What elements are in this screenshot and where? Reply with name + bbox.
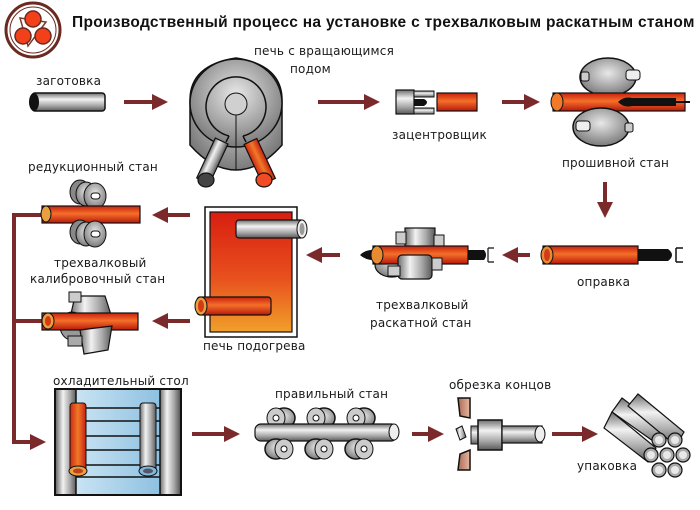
reducing-mill-icon (40, 179, 141, 248)
reheat-furnace-icon (194, 206, 308, 338)
label-sizing-mill-1: трехвалковый (54, 256, 147, 270)
label-rolling-mill-1: трехвалковый (376, 298, 469, 312)
label-rolling-mill-2: раскатной стан (370, 316, 472, 330)
pipe-bundle-icon (603, 393, 691, 478)
centering-machine-icon (395, 89, 478, 115)
label-end-cutting: обрезка концов (449, 378, 552, 392)
arrow-sizing-to-cooling (12, 213, 46, 450)
flow-arrows (12, 94, 613, 450)
label-straightening-mill: правильный стан (275, 387, 389, 401)
straightening-mill-icon (254, 407, 400, 460)
label-billet: заготовка (36, 74, 102, 88)
label-rotary-furnace-1: печь с вращающимся (254, 44, 394, 58)
mandrel-icon (540, 245, 683, 265)
cooling-bed-icon (54, 388, 182, 496)
end-cutting-icon (455, 397, 546, 471)
label-reheat-furnace: печь подогрева (203, 339, 306, 353)
rotary-furnace-icon (189, 57, 283, 188)
billet-icon (29, 92, 106, 112)
page-title: Производственный процесс на установке с … (72, 14, 695, 31)
three-roll-rolling-mill-icon (360, 227, 494, 280)
label-sizing-mill-2: калибровочный стан (30, 272, 166, 286)
label-rotary-furnace-2: подом (290, 62, 331, 76)
piercing-mill-icon (550, 57, 690, 147)
label-mandrel: оправка (577, 275, 631, 289)
label-reducing-mill: редукционный стан (28, 160, 158, 174)
three-roll-logo-icon (4, 1, 62, 59)
label-cooling-bed: охладительный стол (53, 374, 189, 388)
label-packing: упаковка (577, 459, 638, 473)
label-piercing-mill: прошивной стан (562, 156, 670, 170)
bottom-rolls (264, 438, 374, 460)
label-centering: зацентровщик (392, 128, 487, 142)
three-roll-sizing-mill-icon (41, 291, 139, 355)
